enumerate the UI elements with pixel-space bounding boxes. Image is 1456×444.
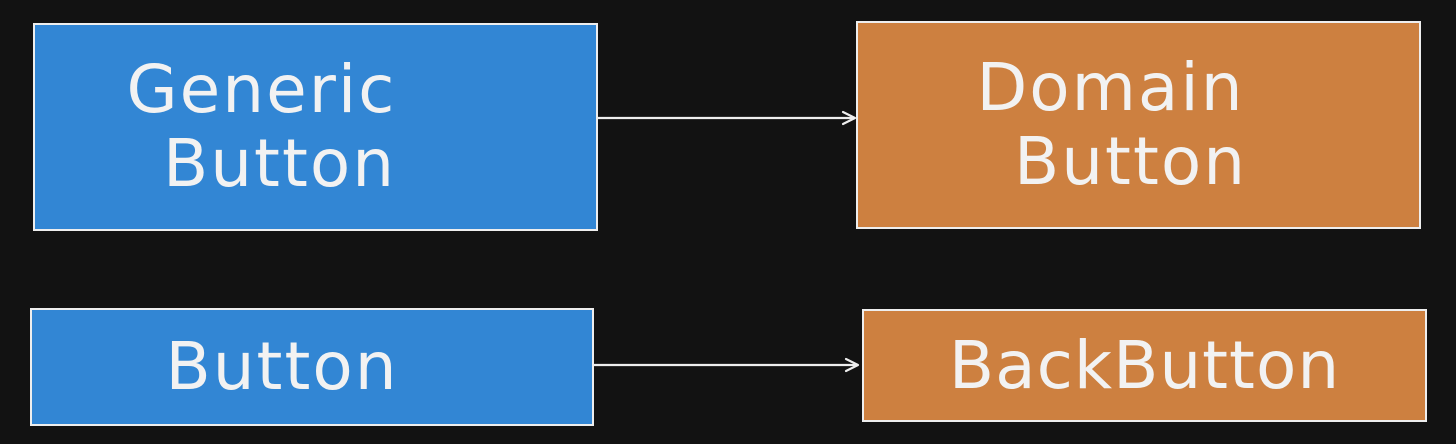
node-label-line: Button	[165, 328, 399, 406]
node-label-line: Generic	[126, 51, 397, 129]
arrowhead-icon	[841, 110, 857, 126]
node-button: Button	[30, 308, 594, 426]
node-back-button: BackButton	[862, 309, 1427, 422]
edge-button-to-back	[594, 357, 860, 373]
node-generic-button: Generic Button	[33, 23, 598, 231]
node-label-line: Button	[162, 125, 397, 202]
node-label-line: Domain	[976, 49, 1245, 127]
node-label-line: Button	[1013, 123, 1248, 200]
node-domain-button: Domain Button	[856, 21, 1421, 229]
node-label-line: BackButton	[948, 326, 1341, 404]
edge-generic-to-domain	[598, 110, 857, 126]
arrowhead-icon	[844, 357, 860, 373]
